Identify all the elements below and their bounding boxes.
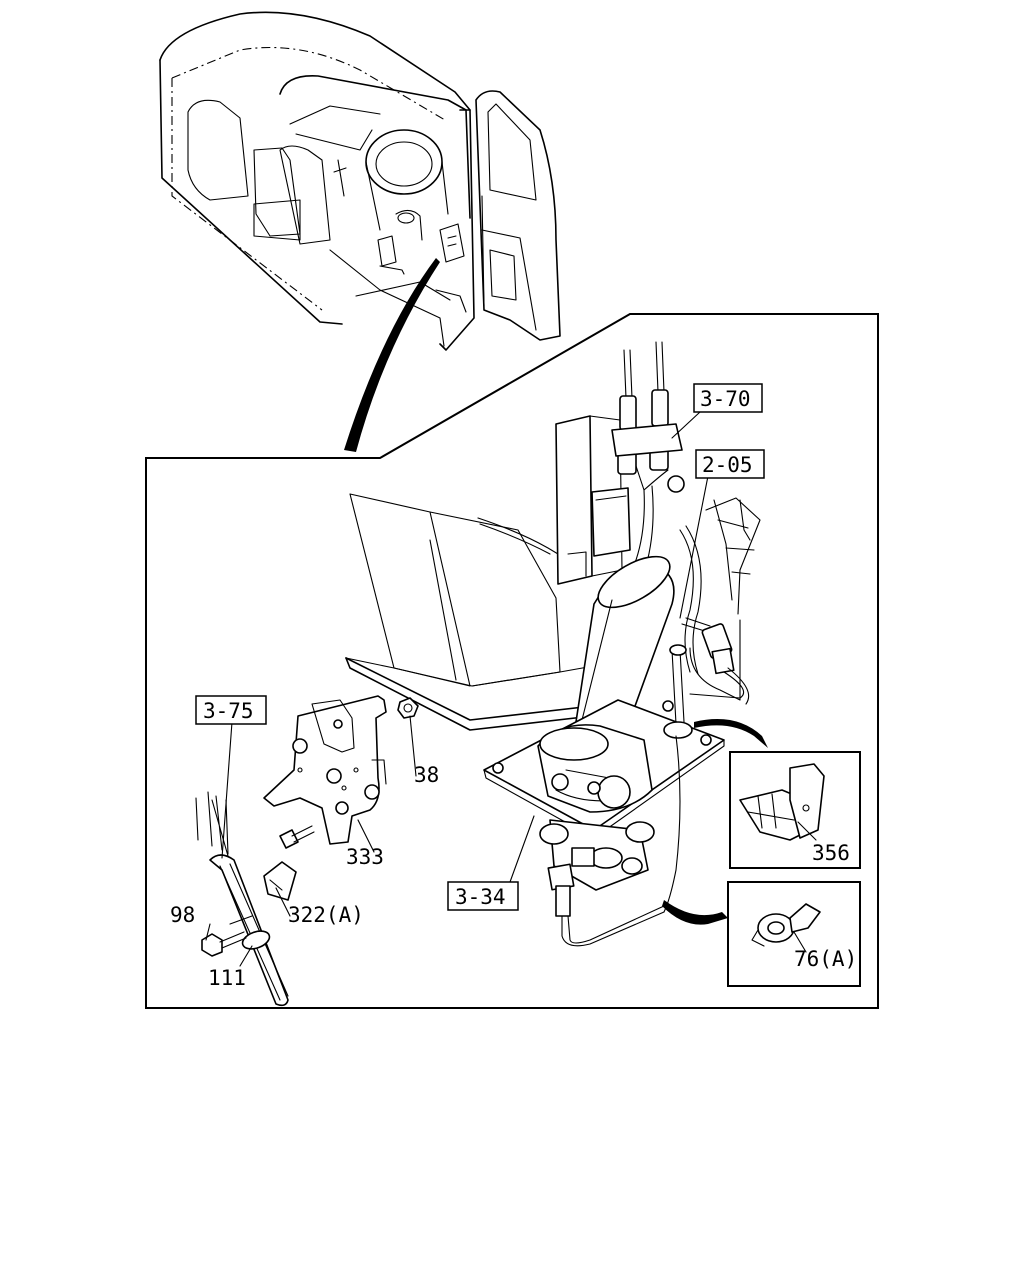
inset-arrow-356	[694, 719, 768, 748]
ref-box-3-75	[195, 695, 267, 725]
clip-76a-illustration	[751, 903, 821, 947]
part-label-98: 98	[170, 903, 195, 927]
bolt-322a	[263, 825, 315, 901]
inset-box-356	[729, 751, 861, 869]
ref-label-3-75: 3-75	[203, 699, 254, 723]
part-label-111: 111	[208, 966, 246, 990]
inset-box-76a	[727, 881, 861, 987]
nut-38	[397, 697, 419, 719]
console-body	[345, 415, 631, 731]
part-label-76a: 76(A)	[794, 947, 857, 971]
part-label-38: 38	[414, 763, 439, 787]
cable-connectors	[599, 341, 685, 609]
ref-box-3-34	[447, 881, 519, 911]
ref-box-2-05	[695, 449, 765, 479]
part-label-356: 356	[812, 841, 850, 865]
bracket-333	[263, 695, 387, 845]
ref-label-2-05: 2-05	[702, 453, 753, 477]
detail-pointer-arrow	[344, 258, 440, 452]
ref-box-3-70	[693, 383, 763, 413]
ref-label-3-70: 3-70	[700, 387, 751, 411]
cab-overview-illustration	[159, 11, 561, 351]
detail-frame	[145, 313, 879, 1009]
harness-3-75	[195, 791, 289, 1007]
part-label-322a: 322(A)	[288, 903, 364, 927]
shift-lever-assembly	[483, 497, 761, 947]
bolt-98	[201, 931, 247, 957]
leader-lines	[205, 411, 817, 967]
clip-356-illustration	[739, 763, 825, 841]
part-label-333: 333	[346, 845, 384, 869]
inset-arrow-76a	[662, 900, 728, 925]
ref-label-3-34: 3-34	[455, 885, 506, 909]
